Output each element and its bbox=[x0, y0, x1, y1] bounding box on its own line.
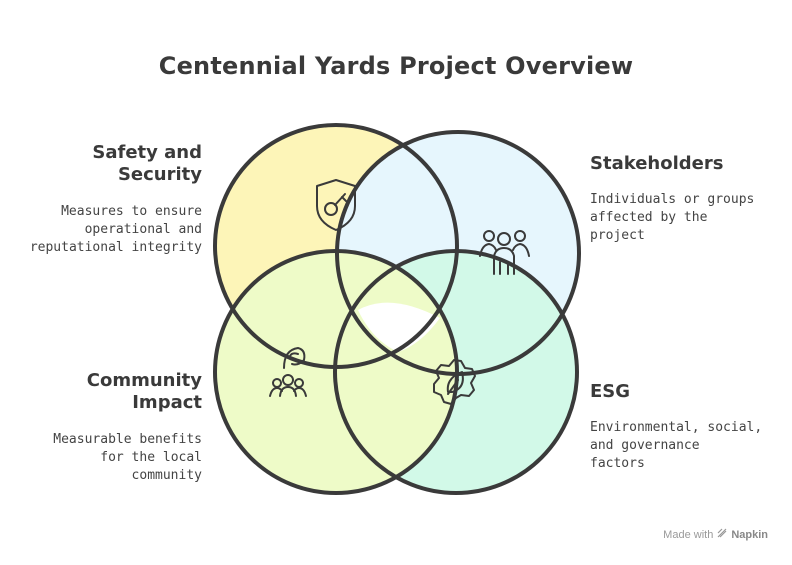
group-people-icon bbox=[479, 230, 530, 275]
esg-description: Environmental, social, and governance fa… bbox=[590, 419, 782, 473]
community-desc-line2: for the local bbox=[100, 450, 202, 465]
center-gap bbox=[358, 302, 440, 352]
safety-heading: Safety and Security bbox=[40, 142, 202, 186]
stakeholders-desc-line3: project bbox=[590, 228, 645, 243]
stakeholders-heading: Stakeholders bbox=[590, 153, 770, 175]
community-desc-line1: Measurable benefits bbox=[53, 432, 202, 447]
esg-circle-outline bbox=[333, 249, 579, 495]
safety-heading-line1: Safety and bbox=[92, 142, 202, 163]
stakeholders-heading-line1: Stakeholders bbox=[590, 153, 724, 174]
esg-desc-line1: Environmental, social, bbox=[590, 420, 763, 435]
shield-key-icon bbox=[316, 179, 356, 231]
safety-desc-line3: reputational integrity bbox=[29, 240, 202, 255]
community-heading-line2: Impact bbox=[132, 392, 202, 413]
esg-heading: ESG bbox=[590, 381, 770, 403]
stakeholders-description: Individuals or groups affected by the pr… bbox=[590, 191, 780, 245]
safety-desc-line2: operational and bbox=[84, 222, 202, 237]
watermark-brand: Napkin bbox=[731, 528, 768, 541]
napkin-watermark[interactable]: Made with Napkin bbox=[663, 528, 768, 541]
community-desc-line3: community bbox=[131, 468, 202, 483]
watermark-prefix: Made with bbox=[663, 528, 714, 541]
community-heading: Community Impact bbox=[40, 370, 202, 414]
leaf-gear-icon bbox=[433, 359, 476, 405]
esg-desc-line3: factors bbox=[590, 456, 645, 471]
diagram-title: Centennial Yards Project Overview bbox=[158, 52, 634, 80]
napkin-logo-icon bbox=[717, 528, 727, 541]
esg-heading-line1: ESG bbox=[590, 381, 631, 402]
community-heading-line1: Community bbox=[86, 370, 202, 391]
safety-description: Measures to ensure operational and reput… bbox=[20, 203, 202, 257]
community-hand-icon bbox=[269, 347, 307, 397]
community-circle-outline bbox=[213, 249, 459, 495]
safety-heading-line2: Security bbox=[117, 164, 202, 185]
safety-desc-line1: Measures to ensure bbox=[61, 204, 202, 219]
stakeholders-desc-line1: Individuals or groups bbox=[590, 192, 755, 207]
esg-desc-line2: and governance bbox=[590, 438, 700, 453]
community-description: Measurable benefits for the local commun… bbox=[20, 431, 202, 485]
stakeholders-desc-line2: affected by the bbox=[590, 210, 708, 225]
